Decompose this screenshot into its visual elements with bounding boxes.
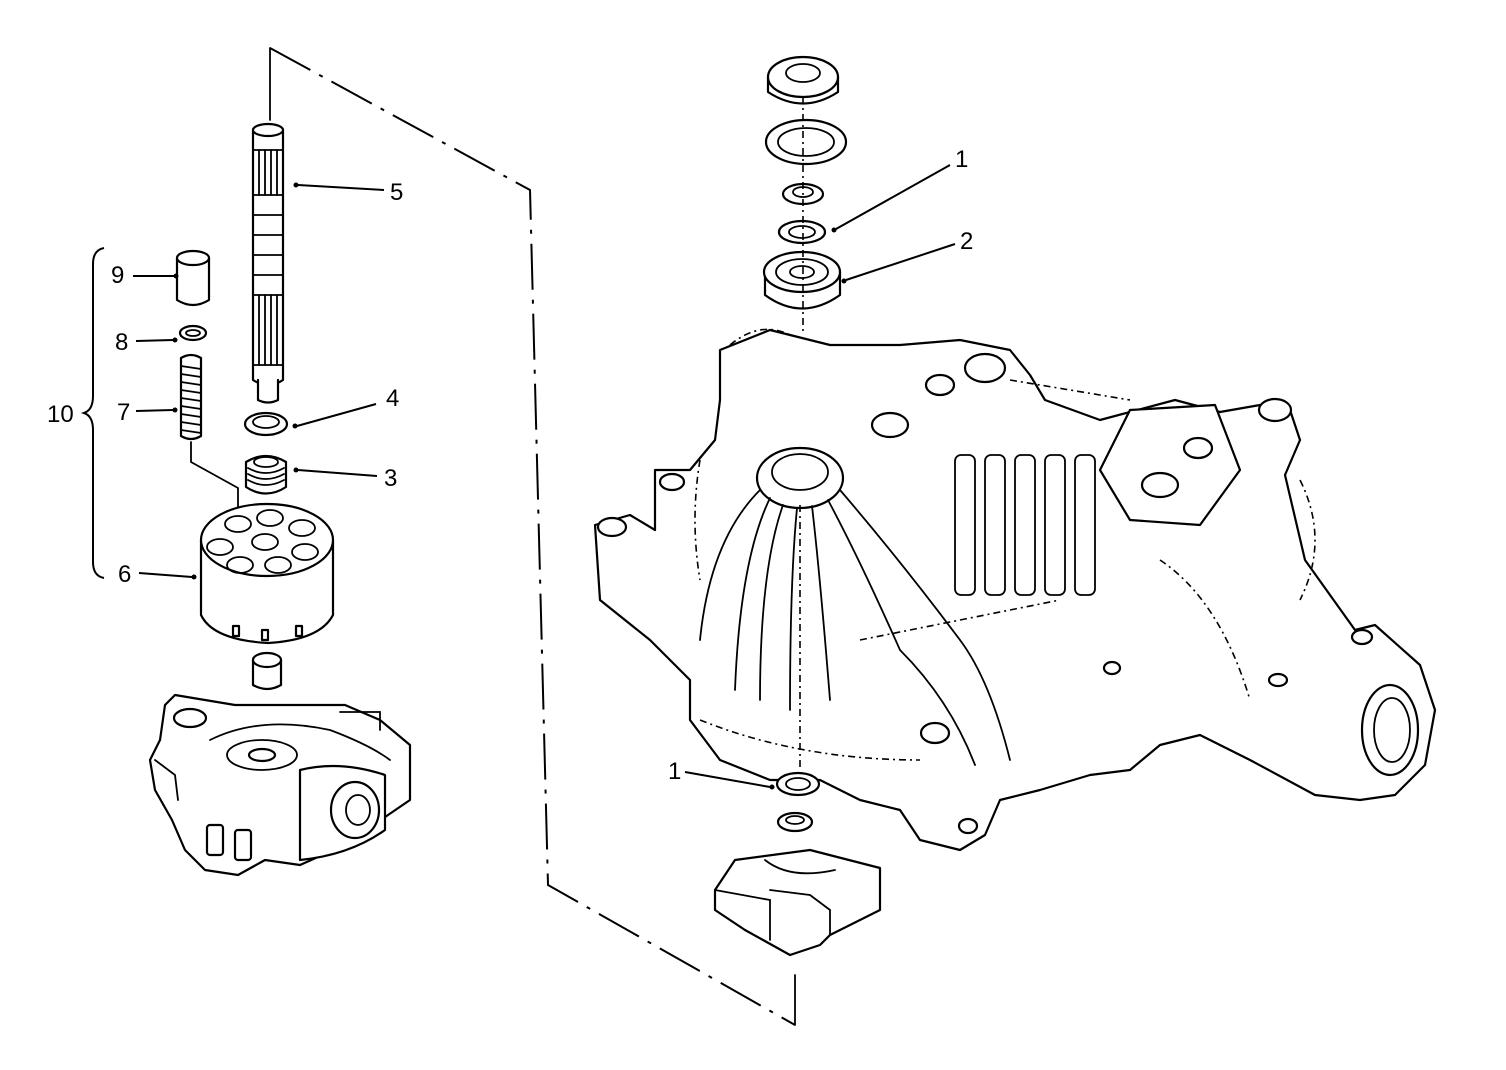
retaining-ring-part-4 bbox=[243, 411, 289, 437]
callout-5: 5 bbox=[390, 179, 403, 206]
spring-part-7 bbox=[179, 353, 239, 516]
leader-lines bbox=[133, 164, 956, 790]
cylinder-block-part-6 bbox=[199, 502, 335, 645]
phantom-assembly-frame bbox=[269, 47, 796, 1026]
ring-part-8 bbox=[178, 324, 208, 342]
transaxle-housing bbox=[593, 328, 1437, 852]
callout-10: 10 bbox=[47, 401, 74, 428]
small-clip-bottom bbox=[776, 811, 814, 833]
piston-part-9 bbox=[175, 249, 211, 307]
cap-block bbox=[713, 848, 882, 957]
callout-9: 9 bbox=[111, 262, 124, 289]
washer-part-1-bottom bbox=[775, 771, 821, 797]
callout-7: 7 bbox=[117, 399, 130, 426]
group-brace bbox=[80, 247, 105, 579]
snap-ring-top bbox=[764, 118, 848, 166]
washer-part-1-top bbox=[777, 219, 827, 245]
spring-part-3 bbox=[244, 454, 288, 495]
bushing bbox=[251, 651, 283, 691]
pump-housing bbox=[148, 693, 412, 877]
shaft-part-5 bbox=[251, 122, 285, 404]
callout-2: 2 bbox=[960, 228, 973, 255]
callout-1-bottom: 1 bbox=[668, 758, 681, 785]
seal-top bbox=[766, 55, 840, 105]
bearing-part-2 bbox=[762, 250, 842, 310]
callout-8: 8 bbox=[115, 329, 128, 356]
callout-4: 4 bbox=[386, 385, 399, 412]
callout-3: 3 bbox=[384, 465, 397, 492]
callout-1-top: 1 bbox=[955, 146, 968, 173]
callout-6: 6 bbox=[118, 561, 131, 588]
